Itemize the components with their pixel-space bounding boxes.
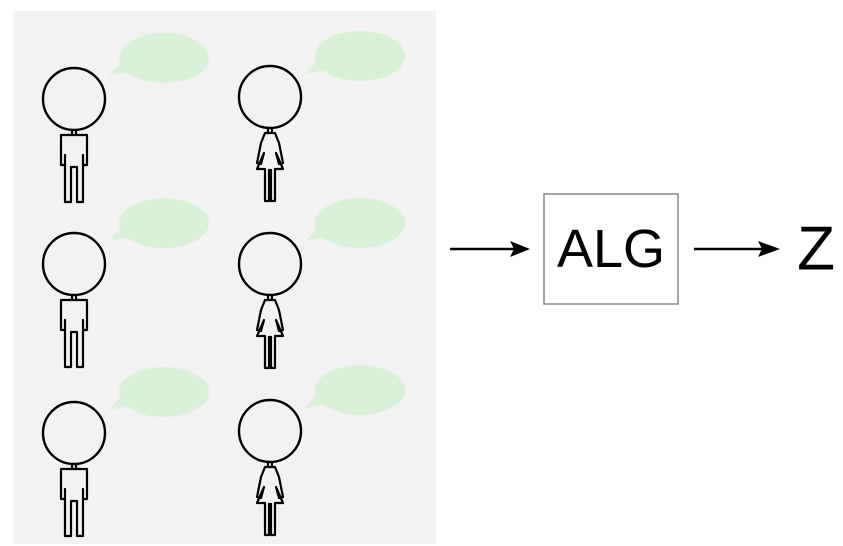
output-label: Z [797, 215, 835, 284]
output-arrow-icon [694, 241, 780, 257]
input-arrow-icon [450, 241, 530, 257]
algorithm-label: ALG [557, 219, 665, 279]
population-panel [13, 11, 436, 544]
algorithm-box: ALG [543, 193, 679, 305]
